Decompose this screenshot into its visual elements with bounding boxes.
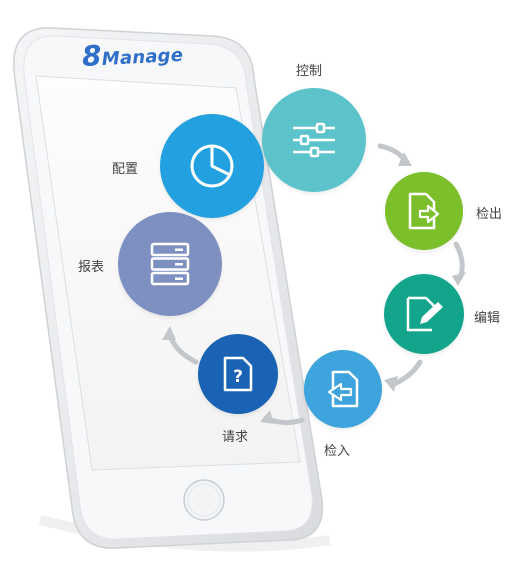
- svg-text:?: ?: [233, 367, 243, 387]
- report-circle[interactable]: [118, 212, 222, 316]
- config-label: 配置: [112, 162, 139, 177]
- report-label: 报表: [78, 260, 105, 275]
- server-icon: [150, 242, 190, 286]
- document-question-icon: ?: [223, 356, 253, 392]
- checkout-circle[interactable]: [385, 172, 463, 250]
- document-out-icon: [408, 192, 440, 230]
- pie-chart-icon: [190, 144, 234, 188]
- home-button: [183, 479, 225, 521]
- checkin-label: 检入: [324, 444, 351, 459]
- request-circle[interactable]: ?: [198, 334, 278, 414]
- config-circle[interactable]: [160, 114, 264, 218]
- document-edit-icon: [406, 296, 443, 332]
- control-circle[interactable]: [262, 88, 366, 192]
- edit-label: 编辑: [474, 311, 501, 326]
- checkout-label: 检出: [476, 207, 503, 222]
- sliders-icon: [293, 122, 335, 158]
- edit-circle[interactable]: [384, 274, 464, 354]
- checkin-circle[interactable]: [304, 350, 382, 428]
- request-label: 请求: [222, 430, 249, 445]
- document-in-icon: [327, 370, 359, 408]
- brand-logo: 8Manage: [81, 35, 184, 73]
- control-label: 控制: [296, 64, 323, 79]
- logo-digit: 8: [81, 38, 103, 73]
- logo-word: Manage: [101, 44, 184, 70]
